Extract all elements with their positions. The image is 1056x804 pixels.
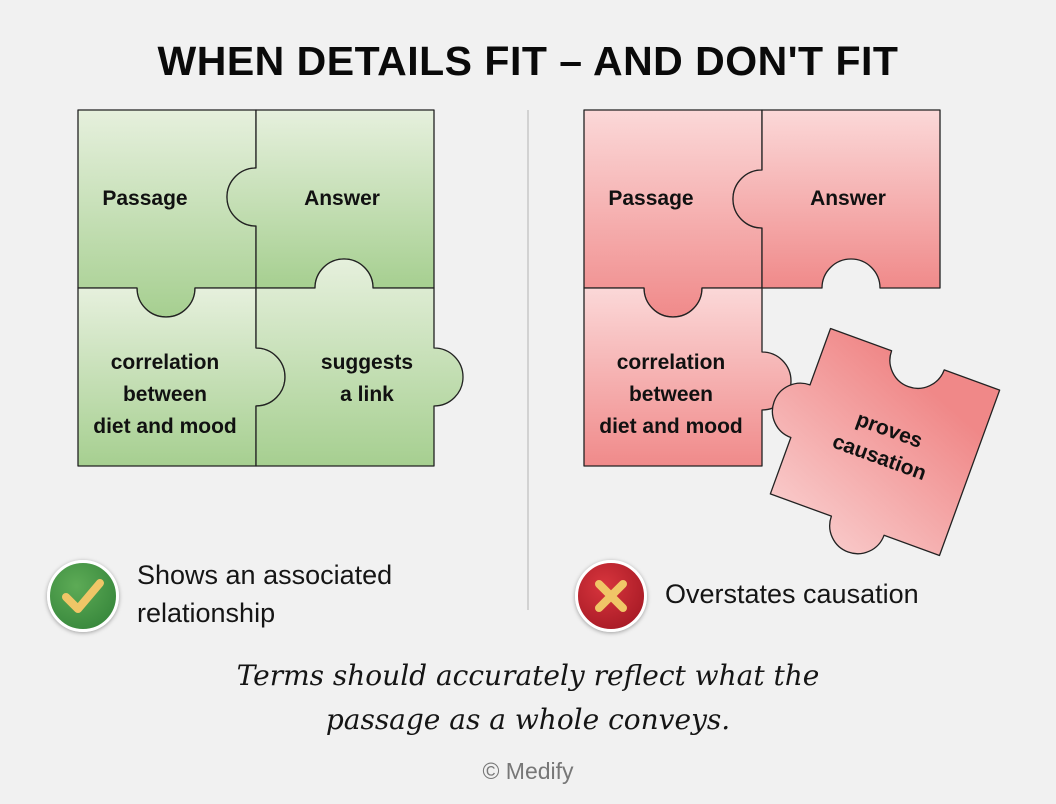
correct-caption: Shows an associated relationship [137, 560, 393, 628]
piece-label-correlation-1: correlation [111, 351, 220, 374]
piece-label-suggests-1: suggests [321, 351, 413, 374]
piece-label-correlation-3: diet and mood [93, 415, 237, 438]
copyright-text: © Medify [482, 758, 574, 784]
piece-label-answer: Answer [304, 187, 380, 210]
incorrect-badge [575, 560, 647, 632]
piece-correlation [583, 287, 792, 467]
x-mark-icon [595, 580, 627, 612]
piece-correlation [77, 287, 286, 467]
correct-badge [47, 560, 119, 632]
piece-label-passage: Passage [608, 187, 693, 210]
piece-passage [583, 109, 763, 318]
piece-label-correlation-2: between [123, 383, 207, 406]
incorrect-caption: Overstates causation [665, 579, 919, 609]
piece-label-correlation-1: correlation [617, 351, 726, 374]
piece-proves [769, 327, 1001, 557]
piece-label-correlation-2: between [629, 383, 713, 406]
piece-label-answer: Answer [810, 187, 886, 210]
piece-suggests [255, 258, 464, 467]
checkmark-icon [62, 579, 104, 613]
piece-answer [732, 109, 941, 289]
piece-passage [77, 109, 257, 318]
takeaway-text: Terms should accurately reflect what the… [236, 659, 820, 736]
piece-label-correlation-3: diet and mood [599, 415, 743, 438]
mismatched-puzzle [583, 109, 1001, 557]
piece-label-suggests-2: a link [340, 383, 394, 406]
piece-label-passage: Passage [102, 187, 187, 210]
fitting-puzzle [77, 109, 464, 467]
page-title: WHEN DETAILS FIT – AND DON'T FIT [157, 38, 899, 84]
column-divider [527, 110, 529, 610]
